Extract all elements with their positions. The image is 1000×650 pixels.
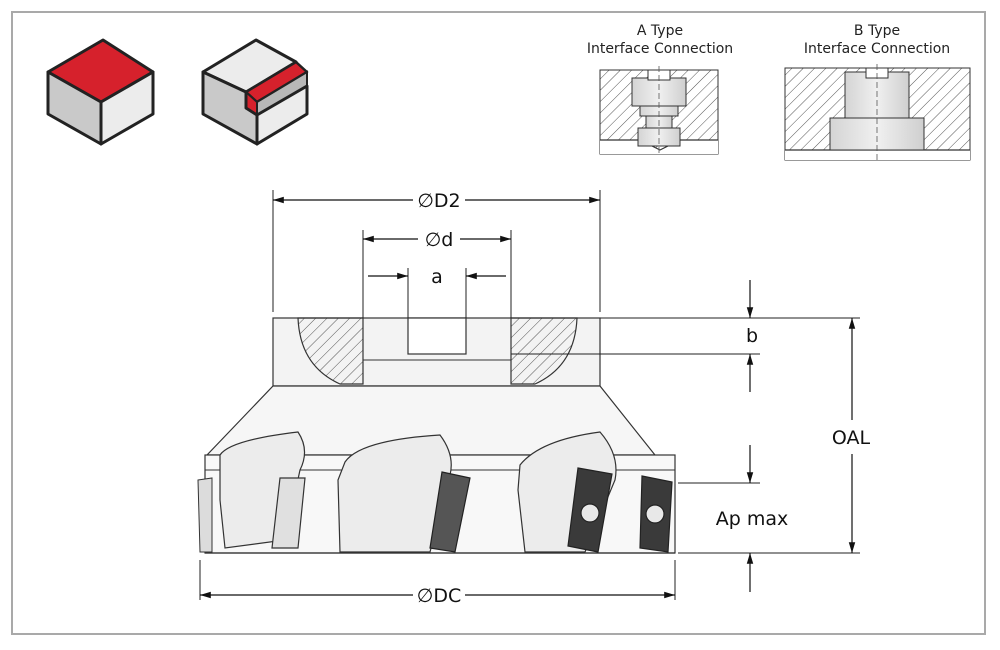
dimension-labels: ∅D2 ∅d a b OAL Ap max ∅DC bbox=[417, 190, 871, 607]
a-type-interface-section: A Type Interface Connection bbox=[587, 23, 733, 155]
dim-ap-max-label: Ap max bbox=[716, 508, 789, 530]
milling-cutter-body bbox=[197, 317, 676, 554]
extension-lines bbox=[199, 190, 860, 600]
face-milling-icon bbox=[46, 38, 155, 146]
shoulder-milling-icon bbox=[201, 38, 309, 146]
dim-d-label: ∅d bbox=[425, 229, 454, 251]
a-type-subtitle: Interface Connection bbox=[587, 41, 733, 57]
dim-a-label: a bbox=[431, 266, 443, 288]
dim-oal-label: OAL bbox=[832, 427, 871, 449]
b-type-subtitle: Interface Connection bbox=[804, 41, 950, 57]
a-type-title: A Type bbox=[637, 23, 683, 39]
dim-b-label: b bbox=[746, 325, 758, 347]
dim-d2-label: ∅D2 bbox=[417, 190, 460, 212]
dimension-lines bbox=[200, 196, 856, 599]
dim-dc-label: ∅DC bbox=[417, 585, 461, 607]
b-type-interface-section: B Type Interface Connection bbox=[784, 23, 971, 161]
b-type-title: B Type bbox=[854, 23, 900, 39]
